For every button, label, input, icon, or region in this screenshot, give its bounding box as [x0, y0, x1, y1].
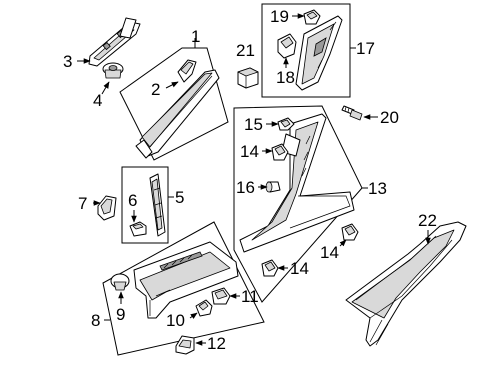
bracket-part-3 [77, 17, 141, 67]
callout-14-upper: 14 [240, 142, 259, 161]
callout-2: 2 [151, 80, 160, 99]
scuff-plate-part-22 [345, 221, 467, 347]
clip-part-21 [237, 67, 259, 89]
bolt-part-20 [341, 105, 378, 121]
callout-13: 13 [368, 179, 387, 198]
clip-part-10 [189, 299, 213, 319]
clip-part-7 [93, 195, 117, 221]
clip-part-14-upper [262, 143, 289, 161]
sill-trim [133, 241, 239, 319]
callout-3: 3 [63, 52, 72, 71]
group-17-box [261, 3, 356, 98]
group-13-box [233, 105, 368, 303]
clip-part-14-lower [261, 259, 288, 277]
callout-22: 22 [418, 211, 437, 230]
callout-7: 7 [78, 194, 87, 213]
callout-12: 12 [207, 334, 226, 353]
callout-labels: 1 2 3 4 5 6 7 8 9 10 11 12 13 14 14 14 1… [63, 7, 437, 353]
callout-15: 15 [244, 115, 263, 134]
clip-part-11 [211, 287, 240, 305]
callout-6: 6 [128, 191, 137, 210]
callout-14-right: 14 [320, 243, 339, 262]
push-pin-part-9 [110, 273, 130, 304]
clip-part-14-right [339, 223, 359, 247]
clip-part-6 [129, 210, 147, 237]
b-pillar-lower-trim [239, 113, 355, 253]
upper-pillar-trim [135, 69, 220, 159]
callout-21: 21 [236, 41, 255, 60]
callout-11: 11 [241, 287, 259, 306]
group-8-box [102, 221, 265, 356]
callout-19: 19 [270, 7, 289, 26]
callout-20: 20 [380, 108, 399, 127]
callout-10: 10 [166, 311, 185, 330]
callout-9: 9 [116, 305, 125, 324]
clip-part-12 [175, 335, 206, 355]
plug-part-16 [258, 181, 281, 193]
clip-part-2 [165, 59, 197, 89]
clip-part-19 [292, 9, 321, 25]
callout-1: 1 [191, 27, 200, 46]
callout-4: 4 [93, 91, 102, 110]
callout-18: 18 [276, 68, 295, 87]
push-pin-part-4 [101, 62, 124, 95]
trim-strip-part-5 [149, 173, 166, 237]
callout-17: 17 [356, 39, 375, 58]
clip-part-15 [266, 117, 295, 131]
callout-8: 8 [91, 311, 100, 330]
callout-5: 5 [175, 188, 184, 207]
clip-part-18 [277, 33, 297, 68]
group-1-box [119, 38, 229, 161]
group-5-box [121, 166, 174, 244]
callout-14-lower: 14 [290, 259, 309, 278]
upper-b-pillar-trim [295, 15, 343, 91]
callout-16: 16 [236, 178, 255, 197]
